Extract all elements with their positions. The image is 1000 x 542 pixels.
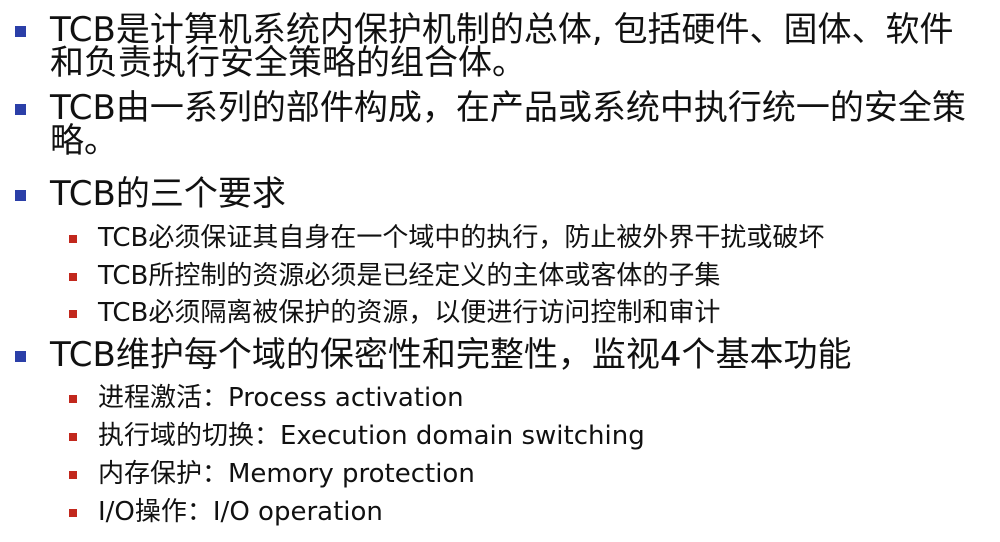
sub-bullet-item: 执行域的切换：Execution domain switching xyxy=(69,420,978,452)
square-bullet-icon xyxy=(69,395,77,403)
square-bullet-icon xyxy=(15,351,26,362)
bullet-item-tcb-definition: TCB是计算机系统内保护机制的总体, 包括硬件、固体、软件和负责执行安全策略的组… xyxy=(15,13,980,80)
sub-bullet-text: TCB所控制的资源必须是已经定义的主体或客体的子集 xyxy=(98,261,721,291)
sub-bullet-item: TCB必须隔离被保护的资源，以便进行访问控制和审计 xyxy=(69,297,978,329)
bullet-text: TCB是计算机系统内保护机制的总体, 包括硬件、固体、软件和负责执行安全策略的组… xyxy=(50,10,954,83)
square-bullet-icon xyxy=(69,433,77,441)
sub-bullet-text: 执行域的切换：Execution domain switching xyxy=(98,421,645,451)
square-bullet-icon xyxy=(69,235,77,243)
sub-bullet-text: TCB必须保证其自身在一个域中的执行，防止被外界干扰或破坏 xyxy=(98,223,825,253)
sub-bullet-item: I/O操作：I/O operation xyxy=(69,496,978,528)
sub-bullet-text: 进程激活：Process activation xyxy=(98,383,464,413)
bullet-item-tcb-functions: TCB维护每个域的保密性和完整性，监视4个基本功能 xyxy=(15,338,980,372)
square-bullet-icon xyxy=(15,26,26,37)
square-bullet-icon xyxy=(15,104,26,115)
square-bullet-icon xyxy=(69,273,77,281)
sub-bullet-item: 内存保护：Memory protection xyxy=(69,458,978,490)
sub-bullet-text: 内存保护：Memory protection xyxy=(98,459,475,489)
sub-bullet-text: TCB必须隔离被保护的资源，以便进行访问控制和审计 xyxy=(98,298,721,328)
sub-bullet-item: 进程激活：Process activation xyxy=(69,382,978,414)
sub-bullet-item: TCB所控制的资源必须是已经定义的主体或客体的子集 xyxy=(69,260,978,292)
square-bullet-icon xyxy=(15,190,26,201)
sub-bullet-item: TCB必须保证其自身在一个域中的执行，防止被外界干扰或破坏 xyxy=(69,222,978,254)
square-bullet-icon xyxy=(69,310,77,318)
sub-bullet-text: I/O操作：I/O operation xyxy=(98,497,383,527)
square-bullet-icon xyxy=(69,509,77,517)
bullet-text: TCB维护每个域的保密性和完整性，监视4个基本功能 xyxy=(50,335,852,375)
square-bullet-icon xyxy=(69,471,77,479)
bullet-text: TCB由一系列的部件构成，在产品或系统中执行统一的安全策略。 xyxy=(50,88,966,161)
bullet-text: TCB的三个要求 xyxy=(50,174,286,214)
bullet-item-tcb-components: TCB由一系列的部件构成，在产品或系统中执行统一的安全策略。 xyxy=(15,91,980,158)
bullet-item-tcb-requirements: TCB的三个要求 xyxy=(15,177,980,211)
